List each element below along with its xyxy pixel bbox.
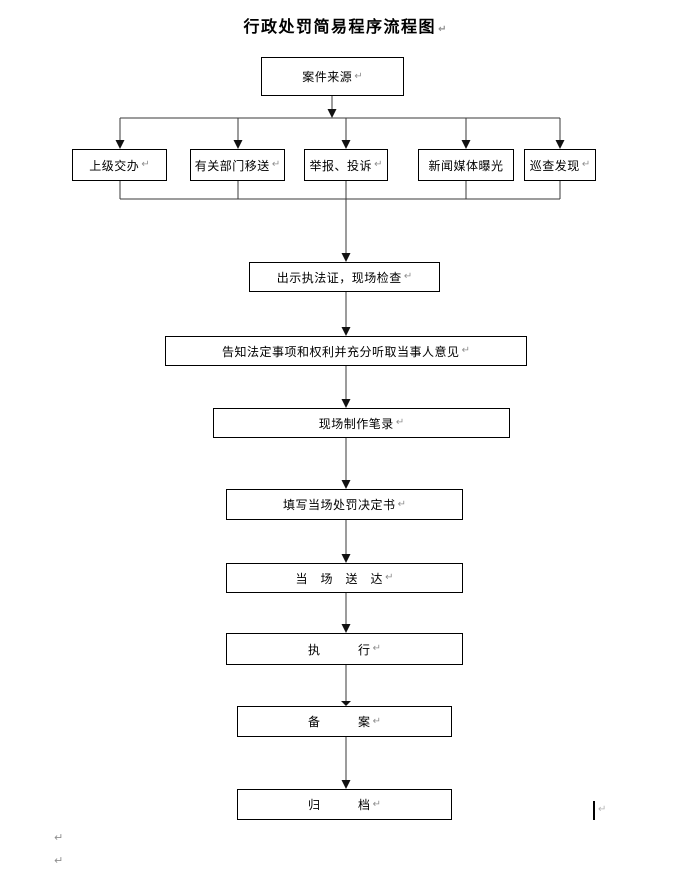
arrow-down-icon <box>341 140 351 149</box>
node-label: 有关部门移送 <box>194 158 270 173</box>
paragraph-mark: ↵ <box>461 345 470 356</box>
text-cursor <box>593 801 595 820</box>
arrow-down-icon <box>341 327 351 336</box>
paragraph-mark: ↵ <box>374 159 383 170</box>
node-onsite-delivery: 当 场 送 达↵ <box>226 563 463 593</box>
merge-connectors <box>119 181 561 200</box>
node-report-complaint: 举报、投诉↵ <box>304 149 388 181</box>
paragraph-mark: ↵ <box>54 831 64 844</box>
node-fill-decision: 填写当场处罚决定书↵ <box>226 489 463 520</box>
node-label: 举报、投诉 <box>309 158 373 173</box>
node-case-source: 案件来源↵ <box>261 57 404 96</box>
main-flow-connectors <box>341 199 351 789</box>
paragraph-mark: ↵ <box>372 798 381 810</box>
top-branch-connectors <box>115 96 565 149</box>
node-media-exposure: 新闻媒体曝光 <box>418 149 514 181</box>
paragraph-mark: ↵ <box>354 70 363 82</box>
arrow-down-icon <box>327 109 337 118</box>
node-label: 归 档 <box>308 798 371 812</box>
arrow-down-icon <box>115 140 125 149</box>
paragraph-mark: ↵ <box>385 572 394 583</box>
arrow-down-icon <box>233 140 243 149</box>
paragraph-mark: ↵ <box>372 643 381 654</box>
arrow-down-icon <box>461 140 471 149</box>
paragraph-mark: ↵ <box>395 417 405 428</box>
node-dept-transfer: 有关部门移送↵ <box>190 149 285 181</box>
node-label: 告知法定事项和权利并充分听取当事人意见 <box>222 344 460 359</box>
arrow-down-icon <box>341 701 351 706</box>
node-label: 上级交办 <box>89 158 140 173</box>
paragraph-mark: ↵ <box>598 804 607 815</box>
node-label: 现场制作笔录 <box>318 416 394 431</box>
title-text: 行政处罚简易程序流程图 <box>243 19 437 36</box>
paragraph-mark: ↵ <box>403 271 413 282</box>
paragraph-mark: ↵ <box>271 159 281 170</box>
node-label: 填写当场处罚决定书 <box>283 498 396 512</box>
page-title: 行政处罚简易程序流程图↵ <box>0 13 690 37</box>
node-superior-assign: 上级交办↵ <box>72 149 167 181</box>
node-label: 执 行 <box>308 642 371 657</box>
paragraph-mark: ↵ <box>397 498 406 510</box>
arrow-down-icon <box>341 399 351 408</box>
node-archiving: 归 档↵ <box>237 789 452 820</box>
node-label: 备 案 <box>308 715 371 729</box>
node-onsite-record: 现场制作笔录↵ <box>213 408 510 438</box>
node-label: 新闻媒体曝光 <box>428 158 504 173</box>
node-patrol-discovery: 巡查发现↵ <box>524 149 596 181</box>
arrow-down-icon <box>341 780 351 789</box>
arrow-down-icon <box>341 554 351 563</box>
node-inform-rights: 告知法定事项和权利并充分听取当事人意见↵ <box>165 336 527 366</box>
paragraph-mark: ↵ <box>372 715 381 727</box>
paragraph-mark: ↵ <box>581 159 591 170</box>
arrow-down-icon <box>341 253 351 262</box>
node-filing: 备 案↵ <box>237 706 452 737</box>
arrow-down-icon <box>341 624 351 633</box>
node-label: 案件来源 <box>302 70 353 84</box>
node-label: 巡查发现 <box>529 158 580 173</box>
node-label: 出示执法证，现场检查 <box>276 270 402 285</box>
paragraph-mark: ↵ <box>54 854 64 867</box>
node-label: 当 场 送 达 <box>295 571 384 586</box>
paragraph-mark: ↵ <box>438 24 447 35</box>
paragraph-mark: ↵ <box>141 159 150 170</box>
arrow-down-icon <box>555 140 565 149</box>
arrow-down-icon <box>341 480 351 489</box>
node-execution: 执 行↵ <box>226 633 463 665</box>
node-show-credentials: 出示执法证，现场检查↵ <box>249 262 440 292</box>
